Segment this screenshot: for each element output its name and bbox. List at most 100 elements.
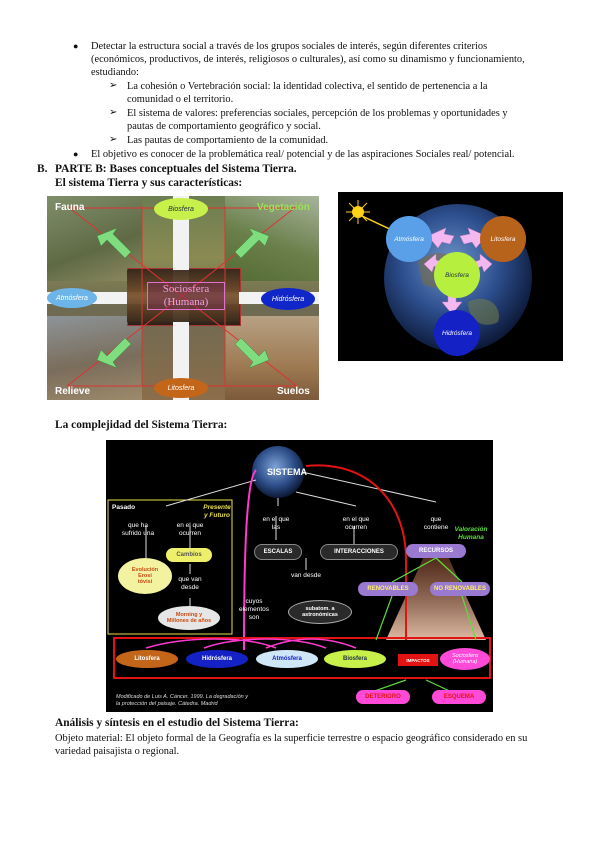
sub-bullet-text: comunidad o el territorio.	[127, 94, 234, 105]
presente-label: Presente y Futuro	[202, 504, 232, 520]
litosfera-oval: Litosfera	[116, 650, 178, 668]
millones-line2: Millones de años	[166, 618, 212, 624]
hidrosfera-circle: Hidrósfera	[434, 310, 480, 356]
section-marker: B.	[37, 163, 48, 175]
atmosfera-circle: Atmósfera	[386, 216, 432, 262]
bullet-dot: ●	[73, 149, 79, 159]
en-el-que-las-line2: las	[271, 524, 281, 531]
evolucion-oval: Evolución Erosi tóvisi	[118, 558, 172, 594]
sociosfera-line1: Sociosfera	[162, 283, 210, 295]
sun-icon	[346, 200, 370, 224]
sociosfera-label: Sociosfera (Humana)	[147, 282, 225, 310]
complejidad-title: La complejidad del Sistema Tierra:	[55, 419, 228, 431]
analisis-title: Análisis y síntesis en el estudio del Si…	[55, 717, 299, 729]
society-photo-overlay	[127, 270, 239, 322]
evolucion-line3: tóvisi	[137, 579, 153, 585]
suelos-label: Suelos	[277, 386, 310, 397]
analisis-paragraph-line1: Objeto material: El objeto formal de la …	[55, 733, 528, 744]
complexity-lines	[107, 446, 491, 695]
vegetacion-label: Vegetación	[257, 202, 310, 213]
sistema-label: SISTEMA	[266, 467, 307, 477]
evolucion-line2: Erosi	[138, 573, 152, 579]
en-el-que-ocurren-2-text: en el que ocurren	[336, 516, 376, 532]
en-el-que-ocurren-text: en el que ocurren	[168, 522, 212, 538]
cuyos-line3: son	[248, 614, 260, 621]
millones-line1: Morning y	[175, 612, 203, 618]
sociosfera-oval: Sociosfera (Humana)	[440, 648, 490, 670]
link-lines	[66, 205, 298, 387]
cuyos-elementos-text: cuyos elementos son	[232, 598, 276, 622]
subatomicas-oval: subatom. a astronómicas	[288, 600, 352, 624]
sociosfera-line2: (Humana)	[452, 659, 478, 665]
interacciones-box: INTERACCIONES	[320, 544, 398, 560]
arrow-bullet-icon: ➢	[109, 80, 118, 91]
escalas-box: ESCALAS	[254, 544, 302, 560]
atmosfera-oval: Atmósfera	[256, 650, 318, 668]
impactos-arrow: IMPACTOS	[398, 654, 438, 666]
presente-line2: y Futuro	[204, 512, 230, 519]
que-ha-line2: sufrido una	[121, 530, 155, 537]
en-el-que-2-line2: ocurren	[344, 524, 368, 531]
sub-bullet-text: Las pautas de comportamiento de la comun…	[127, 135, 329, 146]
section-subtitle: El sistema Tierra y sus características:	[55, 177, 243, 189]
presente-line1: Presente	[203, 504, 231, 511]
subatom-line1: subatom. a	[305, 606, 335, 612]
biosfera-oval: Biosfera	[324, 650, 386, 668]
millones-oval: Morning y Millones de años	[158, 606, 220, 630]
cuyos-line1: cuyos	[245, 598, 263, 605]
biosfera-oval: Biosfera	[154, 198, 208, 220]
recursos-box: RECURSOS	[406, 544, 466, 558]
en-el-que-line1: en el que	[176, 522, 204, 529]
que-contiene-line2: contiene	[423, 524, 449, 531]
que-contiene-text: que contiene	[416, 516, 456, 532]
vegetation-photo	[225, 196, 319, 281]
litosfera-circle: Litosfera	[480, 216, 526, 262]
section-title: PARTE B: Bases conceptuales del Sistema …	[55, 163, 297, 175]
valoracion-humana-label: Valoración Humana	[450, 526, 492, 542]
en-el-que-las-line1: en el que	[262, 516, 290, 523]
bullet-text: estudiando:	[91, 67, 139, 78]
relieve-label: Relieve	[55, 386, 91, 397]
sub-bullet-text: El sistema de valores: preferencias soci…	[127, 108, 508, 119]
complexity-diagram: SISTEMA Pasado Presente y Futuro que ha …	[106, 440, 493, 712]
en-el-que-las-text: en el que las	[256, 516, 296, 532]
que-ha-sufrido-text: que ha sufrido una	[116, 522, 160, 538]
sociosfera-line1: Sociosfera	[452, 653, 478, 659]
fauna-photo	[47, 196, 142, 281]
hidrosfera-oval: Hidrósfera	[261, 288, 315, 310]
earth-system-photo-figure: Fauna Biosfera Vegetación Atmósfera Soci…	[47, 196, 319, 400]
credit-line2: la protección del paisaje. Cátedra. Madr…	[116, 701, 218, 707]
sub-bullet-text: La cohesión o Vertebración social: la id…	[127, 81, 488, 92]
sub-bullet-text: pautas de comportamiento geográfico y so…	[127, 121, 321, 132]
pasado-label: Pasado	[112, 504, 136, 511]
bullet-text: Detectar la estructura social a través d…	[91, 41, 488, 52]
sociosfera-line2: (Humana)	[163, 296, 209, 308]
renovables-box: RENOVABLES	[358, 582, 418, 596]
cambios-box: Cambios	[166, 548, 212, 562]
en-el-que-2-line1: en el que	[342, 516, 370, 523]
subatom-line2: astronómicas	[302, 612, 338, 618]
esquema-box: ESQUEMA	[432, 690, 486, 704]
que-ha-line1: que ha	[128, 522, 148, 529]
bullet-text: El objetivo es conocer de la problemátic…	[91, 149, 515, 160]
que-van-desde-text: que van desde	[168, 576, 212, 592]
en-el-que-line2: ocurren	[178, 530, 202, 537]
litosfera-oval: Litosfera	[154, 378, 208, 398]
credit-line1: Modificado de Luis A. Cáncer. 1999. La d…	[116, 694, 248, 700]
van-desde-text: van desde	[291, 572, 321, 579]
credit-text: Modificado de Luis A. Cáncer. 1999. La d…	[116, 694, 316, 708]
no-renovables-box: NO RENOVABLES	[430, 582, 490, 596]
analisis-paragraph-line2: variedad paisajista o regional.	[55, 746, 180, 757]
biosfera-circle: Biosfera	[434, 252, 480, 298]
valoracion-line2: Humana	[458, 534, 484, 541]
cuyos-line2: elementos	[239, 606, 269, 613]
hidrosfera-oval: Hidrósfera	[186, 650, 248, 668]
bullet-text: (económicos, productivos, de interés, re…	[91, 54, 525, 65]
earth-spheres-figure: Atmósfera Litosfera Biosfera Hidrósfera	[338, 192, 563, 361]
que-van-line2: desde	[181, 584, 199, 591]
valoracion-line1: Valoración	[454, 526, 488, 533]
arrow-bullet-icon: ➢	[109, 134, 118, 145]
arrow-bullet-icon: ➢	[109, 107, 118, 118]
atmosfera-oval: Atmósfera	[47, 288, 97, 308]
fauna-label: Fauna	[55, 202, 85, 213]
